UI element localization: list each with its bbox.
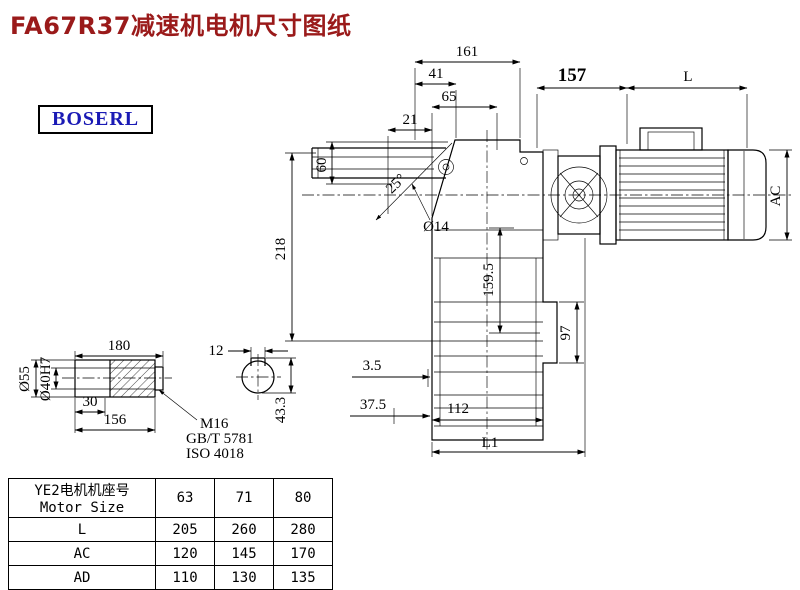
dim-97: 97 — [558, 325, 574, 341]
dim-AC: AC — [768, 186, 784, 207]
dim-L: L — [683, 69, 692, 85]
dim-157: 157 — [558, 65, 587, 86]
keyway-section: 12 43.3 — [209, 343, 296, 423]
dim-30: 30 — [83, 394, 98, 410]
table-header-en: Motor Size — [39, 500, 125, 516]
dim-37-5: 37.5 — [360, 397, 386, 413]
shaft-stub — [154, 366, 164, 391]
row-label-AC: AC — [8, 541, 156, 566]
shaft-bore-lines — [75, 360, 155, 397]
bolt-hole-inner — [442, 163, 450, 171]
dim-112: 112 — [447, 401, 469, 417]
logo: BOSERL — [38, 105, 154, 134]
m16-leader — [158, 389, 198, 421]
bolt-hole-large — [438, 159, 454, 175]
cell-AD-80: 135 — [273, 565, 333, 590]
row-label-AD: AD — [8, 565, 156, 590]
table-header-row: YE2电机机座号 Motor Size 63 71 80 — [8, 478, 333, 518]
dim-21: 21 — [403, 112, 418, 128]
motor-size-table: YE2电机机座号 Motor Size 63 71 80 L 205 260 2… — [8, 478, 333, 590]
dim-dia14: Ø14 — [423, 219, 449, 235]
dim-60: 60 — [314, 158, 330, 173]
page-title: FA67R37减速机电机尺寸图纸 — [10, 12, 352, 40]
shaft-dimensions: 180 Ø55 Ø40H7 30 156 M16 GB/T 5781 ISO 4… — [17, 338, 254, 462]
cell-AC-63: 120 — [155, 541, 215, 566]
table-row-L: L 205 260 280 — [8, 517, 333, 542]
table-row-AC: AC 120 145 170 — [8, 541, 333, 566]
shaft-detail — [62, 359, 172, 398]
cell-AD-71: 130 — [214, 565, 274, 590]
dim-dia40H7: Ø40H7 — [38, 356, 54, 401]
motor — [542, 127, 767, 245]
table-header-motor-size: YE2电机机座号 Motor Size — [8, 478, 156, 518]
chamfer-angle-arrow — [375, 142, 453, 221]
section-centerlines — [236, 354, 281, 400]
table-header-cn: YE2电机机座号 — [34, 483, 130, 499]
dim-218: 218 — [273, 238, 289, 261]
cell-AC-80: 170 — [273, 541, 333, 566]
cell-AD-63: 110 — [155, 565, 215, 590]
gearbox-housing — [375, 139, 558, 441]
housing-outline — [431, 139, 558, 441]
dim-L1: L1 — [482, 435, 499, 451]
dimensions-main: 161 41 65 21 157 L 60 218 Ø14 — [273, 44, 792, 457]
dim-41: 41 — [429, 66, 444, 82]
dim-3-5: 3.5 — [363, 358, 382, 374]
dim-159-5: 159.5 — [481, 263, 497, 297]
label-gbt5781: GB/T 5781 — [186, 431, 254, 447]
cell-L-63: 205 — [155, 517, 215, 542]
dim-180: 180 — [108, 338, 131, 354]
dim-dia55: Ø55 — [17, 366, 33, 392]
table-header-size-80: 80 — [273, 478, 333, 518]
dim-43-3: 43.3 — [273, 397, 289, 423]
dim-161: 161 — [456, 44, 479, 60]
label-m16: M16 — [200, 416, 229, 432]
table-row-AD: AD 110 130 135 — [8, 565, 333, 590]
cell-AC-71: 145 — [214, 541, 274, 566]
bolt-hole-small — [520, 157, 528, 165]
shaft-hatching — [110, 360, 155, 397]
cell-L-80: 280 — [273, 517, 333, 542]
fan-cover — [727, 149, 767, 241]
table-header-size-63: 63 — [155, 478, 215, 518]
cell-L-71: 260 — [214, 517, 274, 542]
housing-ribs — [434, 229, 543, 427]
terminal-box — [639, 127, 703, 151]
table-header-size-71: 71 — [214, 478, 274, 518]
motor-fins — [619, 150, 725, 240]
label-iso4018: ISO 4018 — [186, 446, 244, 462]
dim-65: 65 — [442, 89, 457, 105]
row-label-L: L — [8, 517, 156, 542]
dim-156: 156 — [104, 412, 127, 428]
dim-angle-25: 25° — [383, 171, 409, 197]
dim-12: 12 — [209, 343, 224, 359]
